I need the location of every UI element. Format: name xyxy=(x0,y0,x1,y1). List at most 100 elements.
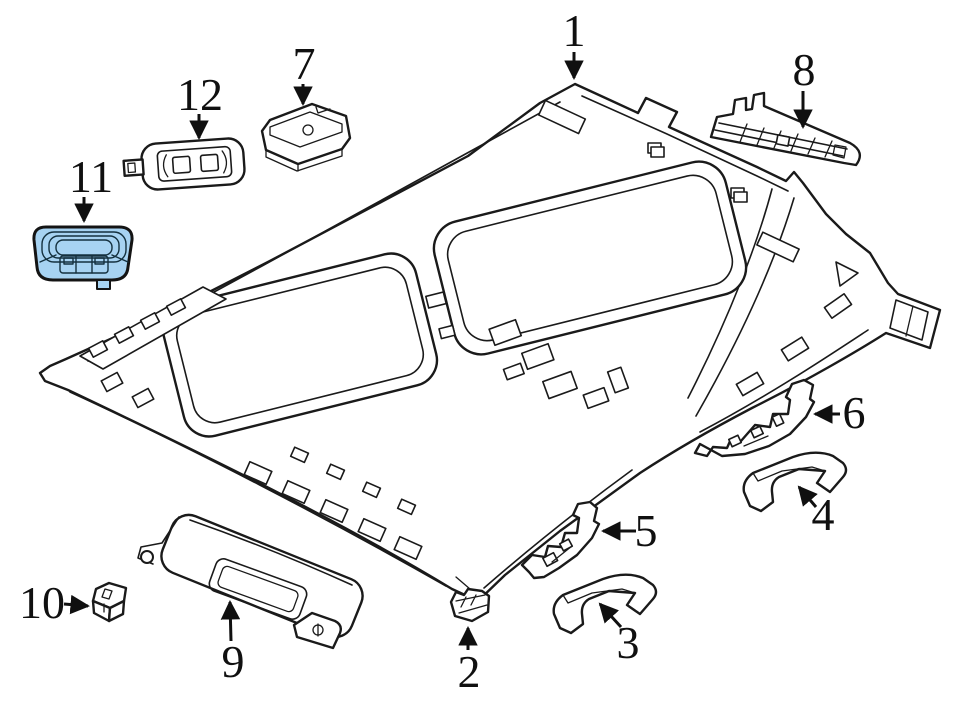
callout-10-label[interactable]: 10 xyxy=(19,577,65,628)
part-4-grab-handle-front[interactable] xyxy=(742,451,848,513)
callout-10-arrow xyxy=(63,594,90,615)
cutout xyxy=(823,292,853,320)
corner-tab-divider xyxy=(905,305,914,337)
console-ridge xyxy=(48,235,120,259)
callout-6[interactable]: 6 xyxy=(813,387,866,438)
band-inner-right xyxy=(699,329,869,433)
part-1-roof-headliner-panel[interactable] xyxy=(38,82,942,603)
visor-mirror xyxy=(217,565,299,613)
callout-9-arrow xyxy=(220,600,241,642)
triangle-cutout xyxy=(835,261,859,287)
callout-11-label[interactable]: 11 xyxy=(69,151,113,202)
bracket-hole xyxy=(771,412,785,428)
part-11-overhead-console-lamp[interactable] xyxy=(32,225,134,290)
cutout xyxy=(537,99,587,135)
callout-2-label[interactable]: 2 xyxy=(458,646,481,697)
bracket-hole xyxy=(749,425,765,439)
cutout xyxy=(756,231,800,263)
bracket-hole xyxy=(727,434,743,448)
cutout xyxy=(243,460,273,486)
callout-5[interactable]: 5 xyxy=(601,505,658,556)
fob-button-panel xyxy=(156,145,233,182)
console-button xyxy=(63,257,74,265)
console-button xyxy=(94,257,105,265)
console-switch-cluster xyxy=(59,255,109,274)
callout-10[interactable]: 10 xyxy=(19,577,90,628)
rail-rung xyxy=(756,127,765,146)
cutout xyxy=(281,479,311,505)
bracket-line xyxy=(551,545,573,563)
handle-outline xyxy=(552,573,658,635)
cutout xyxy=(139,312,161,330)
callout-2[interactable]: 2 xyxy=(458,626,481,697)
callout-5-label[interactable]: 5 xyxy=(635,505,658,556)
clip-side-face xyxy=(107,599,126,623)
callout-9[interactable]: 9 xyxy=(220,600,245,687)
callout-4[interactable]: 4 xyxy=(797,485,835,540)
callout-3-arrow xyxy=(598,602,623,629)
visor-mirror-frame xyxy=(208,558,308,620)
callout-3-label[interactable]: 3 xyxy=(617,617,640,668)
part-2-retainer-clip[interactable] xyxy=(449,587,491,623)
cutout xyxy=(425,291,447,309)
callout-9-label[interactable]: 9 xyxy=(222,636,245,687)
fob-body xyxy=(140,137,246,191)
part-3-grab-handle-rear[interactable] xyxy=(552,573,658,635)
module-side-face xyxy=(265,148,343,172)
callout-1-label[interactable]: 1 xyxy=(563,5,586,56)
cutout xyxy=(488,318,523,347)
callout-8[interactable]: 8 xyxy=(793,44,816,129)
callout-12[interactable]: 12 xyxy=(177,69,223,140)
corner-tab-inner xyxy=(889,299,929,341)
fob-button xyxy=(199,153,220,173)
cutout xyxy=(361,481,382,499)
callout-4-arrow xyxy=(797,485,818,508)
cutout xyxy=(393,535,423,561)
pillar-line-1 xyxy=(695,197,795,417)
sunroof-opening-rear-inner xyxy=(446,174,734,342)
callout-6-label[interactable]: 6 xyxy=(843,387,866,438)
callout-4-label[interactable]: 4 xyxy=(812,489,835,540)
callout-7[interactable]: 7 xyxy=(293,38,316,106)
rail-rung xyxy=(790,133,799,152)
callout-8-label[interactable]: 8 xyxy=(793,44,816,95)
callout-3[interactable]: 3 xyxy=(598,602,640,668)
part-10-sun-visor-clip[interactable] xyxy=(91,581,128,623)
left-rail-band xyxy=(79,286,227,370)
cutout xyxy=(113,326,135,344)
callout-7-label[interactable]: 7 xyxy=(293,38,316,89)
bracket-line xyxy=(743,435,769,447)
cutout xyxy=(542,370,578,400)
clip-block xyxy=(650,146,665,158)
part-6-grab-handle-bracket-front[interactable] xyxy=(693,378,816,458)
callout-1[interactable]: 1 xyxy=(563,5,586,80)
rail-rung xyxy=(807,137,816,155)
cutout xyxy=(325,463,346,481)
callout-11[interactable]: 11 xyxy=(69,151,113,223)
clip-line xyxy=(455,594,486,602)
cutout xyxy=(438,324,456,340)
console-wing-line xyxy=(111,254,129,263)
fob-button xyxy=(171,155,192,175)
part-8-mounting-rail-bracket[interactable] xyxy=(709,91,862,167)
part-7-overhead-control-module[interactable] xyxy=(260,102,352,172)
callout-12-label[interactable]: 12 xyxy=(177,69,223,120)
cutout xyxy=(520,342,555,371)
console-ridge xyxy=(41,231,127,263)
part-12-remote-key-fob[interactable] xyxy=(122,137,246,191)
fob-arc-left xyxy=(162,154,169,178)
tip-line xyxy=(455,576,471,590)
fob-arc-right xyxy=(221,150,228,174)
clip-hatch xyxy=(460,594,477,608)
handle-inner-line xyxy=(752,466,826,482)
sunroof-opening-front xyxy=(161,252,439,438)
cutout xyxy=(357,517,387,543)
visor-top-line xyxy=(189,519,353,586)
bracket-hole xyxy=(542,551,559,568)
cutout xyxy=(100,371,124,393)
part-9-sun-visor[interactable] xyxy=(137,510,368,650)
console-ridge xyxy=(55,239,113,256)
part-5-grab-handle-bracket-rear[interactable] xyxy=(520,500,601,580)
